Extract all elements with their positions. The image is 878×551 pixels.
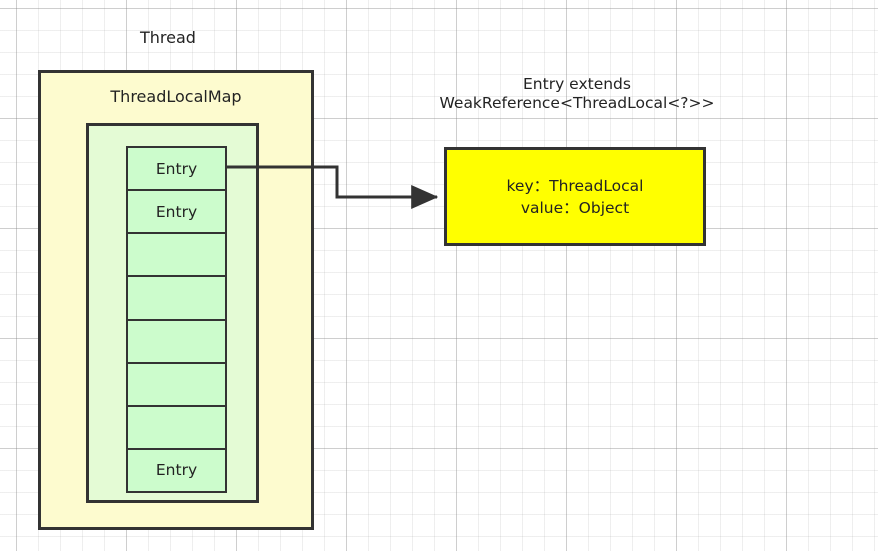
entry-slot-column: Entry Entry Entry <box>126 146 227 493</box>
entry-extends-label: Entry extends WeakReference<ThreadLocal<… <box>439 75 715 112</box>
entry-slot: Entry <box>126 447 227 493</box>
entry-slot: Entry <box>126 189 227 235</box>
entry-detail-key-line: key：ThreadLocal <box>506 176 644 195</box>
entry-slot <box>126 275 227 321</box>
entry-slot <box>126 232 227 278</box>
thread-label: Thread <box>140 28 196 47</box>
entry-detail-box: key：ThreadLocal value：Object <box>444 147 706 246</box>
entry-slot: Entry <box>126 146 227 192</box>
entry-detail-value-line: value：Object <box>520 198 630 217</box>
entry-slot <box>126 361 227 407</box>
entry-slot <box>126 318 227 364</box>
entry-slot <box>126 404 227 450</box>
